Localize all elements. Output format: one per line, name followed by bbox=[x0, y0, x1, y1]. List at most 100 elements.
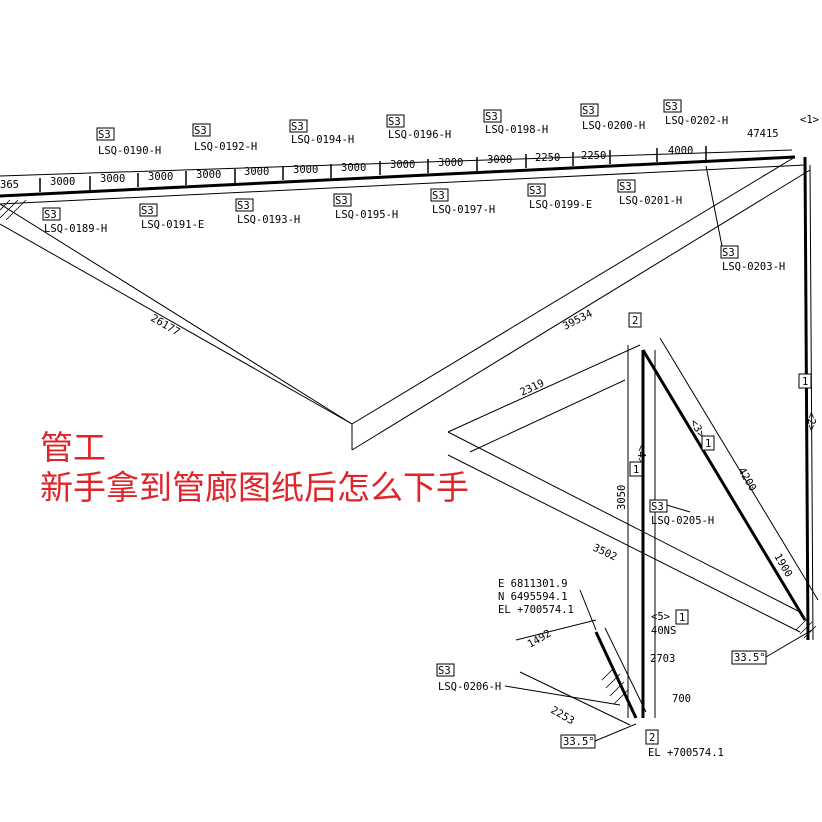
ref-3-box: 1 bbox=[705, 438, 711, 450]
support-id: LSQ-0198-H bbox=[485, 124, 548, 136]
top-pipe-edge bbox=[0, 164, 806, 205]
support-tag-box bbox=[483, 109, 502, 123]
support-tag-box bbox=[720, 245, 739, 259]
support-id: LSQ-0190-H bbox=[98, 145, 161, 157]
dim-700: 700 bbox=[672, 693, 691, 705]
support-id: LSQ-0197-H bbox=[432, 204, 495, 216]
angle-box bbox=[560, 734, 596, 749]
support-tag: S3 bbox=[291, 121, 304, 133]
caption-line-2: 新手拿到管廊图纸后怎么下手 bbox=[40, 468, 469, 507]
support-tag-box bbox=[235, 198, 254, 212]
support-tag-box bbox=[436, 663, 455, 677]
seg-dim: 3000 bbox=[390, 159, 415, 171]
diagonal-return-lower bbox=[351, 169, 811, 451]
support-marks bbox=[39, 146, 707, 192]
support-id: LSQ-0196-H bbox=[388, 129, 451, 141]
dim-line-2253 bbox=[519, 671, 631, 726]
ref-1-right: 1 bbox=[802, 376, 808, 388]
support-tag: S3 bbox=[44, 209, 57, 221]
nozzle-label: 40NS bbox=[651, 625, 676, 637]
support-tag-box bbox=[139, 203, 158, 217]
caption-overlay: 管工 新手拿到管廊图纸后怎么下手 bbox=[40, 428, 469, 508]
seg-dim: 2250 bbox=[535, 152, 560, 164]
leader-0206 bbox=[504, 685, 621, 706]
support-id: LSQ-0200-H bbox=[582, 120, 645, 132]
right-riser bbox=[803, 156, 810, 641]
seg-dim: 3000 bbox=[293, 164, 318, 176]
hatch-lower bbox=[601, 667, 629, 705]
seg-dim: 3000 bbox=[487, 154, 512, 166]
coord-leader bbox=[579, 589, 597, 631]
lower-branch-edge bbox=[604, 627, 647, 713]
support-tag-box bbox=[580, 103, 599, 117]
seg-dim: 3000 bbox=[341, 162, 366, 174]
lower-branch-pipe bbox=[594, 631, 638, 719]
dim-2253: 2253 bbox=[549, 704, 577, 727]
ref-box-4 bbox=[629, 461, 643, 477]
ref-box-2-bottom bbox=[645, 729, 659, 745]
diagonal-pipe bbox=[641, 349, 807, 621]
support-id: LSQ-0206-H bbox=[438, 681, 501, 693]
support-id: LSQ-0203-H bbox=[722, 261, 785, 273]
angle-leader bbox=[765, 629, 813, 658]
support-tag-box bbox=[649, 499, 668, 513]
ref-box-5 bbox=[675, 609, 689, 625]
angle-box bbox=[731, 650, 767, 665]
ref-5-box: 1 bbox=[679, 612, 685, 624]
support-id: LSQ-0192-H bbox=[194, 141, 257, 153]
dim-start: 365 bbox=[0, 179, 19, 191]
support-tag-box bbox=[386, 114, 405, 128]
diagonal-dim-line bbox=[659, 337, 819, 601]
dim-26177: 26177 bbox=[149, 312, 182, 338]
support-tag: S3 bbox=[194, 125, 207, 137]
seg-dim: 3000 bbox=[438, 157, 463, 169]
support-id: LSQ-0202-H bbox=[665, 115, 728, 127]
coord-n: N 6495594.1 bbox=[498, 591, 568, 603]
support-tag-box bbox=[42, 207, 61, 221]
support-id: LSQ-0201-H bbox=[619, 195, 682, 207]
support-tag: S3 bbox=[582, 105, 595, 117]
ref-5: <5> bbox=[651, 611, 670, 623]
support-id: LSQ-0205-H bbox=[651, 515, 714, 527]
dim-39534: 39534 bbox=[561, 308, 595, 333]
support-tag: S3 bbox=[438, 665, 451, 677]
support-id: LSQ-0191-E bbox=[141, 219, 204, 231]
angle-leader-bottom bbox=[594, 723, 637, 742]
support-tag-box bbox=[527, 183, 546, 197]
support-tag-box bbox=[617, 179, 636, 193]
seg-dim: 3000 bbox=[244, 166, 269, 178]
seg-dim: 3000 bbox=[196, 169, 221, 181]
support-tag: S3 bbox=[237, 200, 250, 212]
support-tag: S3 bbox=[432, 190, 445, 202]
support-id: LSQ-0189-H bbox=[44, 223, 107, 235]
support-tag: S3 bbox=[485, 111, 498, 123]
top-pipe-run bbox=[0, 155, 796, 198]
support-id: LSQ-0195-H bbox=[335, 209, 398, 221]
dim-3502: 3502 bbox=[591, 542, 619, 564]
overall-ref: <1> bbox=[800, 114, 819, 126]
dim-4200: 4200 bbox=[735, 466, 758, 494]
support-id: LSQ-0194-H bbox=[291, 134, 354, 146]
dim-line-39534 bbox=[469, 379, 626, 453]
seg-dim: 3000 bbox=[50, 176, 75, 188]
ref-2-bottom: 2 bbox=[649, 732, 655, 744]
dim-2319: 2319 bbox=[518, 377, 546, 399]
support-tag: S3 bbox=[335, 195, 348, 207]
ref-box-3 bbox=[701, 435, 715, 451]
segment-dims: 3000 3000 3000 3000 3000 3000 3000 3000 … bbox=[50, 145, 693, 188]
support-tag-box bbox=[333, 193, 352, 207]
support-id: LSQ-0199-E bbox=[529, 199, 592, 211]
support-tag: S3 bbox=[141, 205, 154, 217]
coord-el: EL +700574.1 bbox=[498, 604, 574, 616]
support-id: LSQ-0193-H bbox=[237, 214, 300, 226]
dim-line-1492 bbox=[515, 619, 597, 641]
support-tag: S3 bbox=[388, 116, 401, 128]
hatch-left bbox=[0, 199, 27, 221]
support-tag-box bbox=[663, 99, 682, 113]
support-tag: S3 bbox=[665, 101, 678, 113]
dim-3050: 3050 bbox=[616, 485, 628, 510]
right-riser-edge bbox=[809, 164, 814, 641]
ref-box bbox=[798, 373, 812, 389]
ref-2-right: <2> bbox=[805, 412, 817, 431]
ref-4-box: 1 bbox=[633, 464, 639, 476]
